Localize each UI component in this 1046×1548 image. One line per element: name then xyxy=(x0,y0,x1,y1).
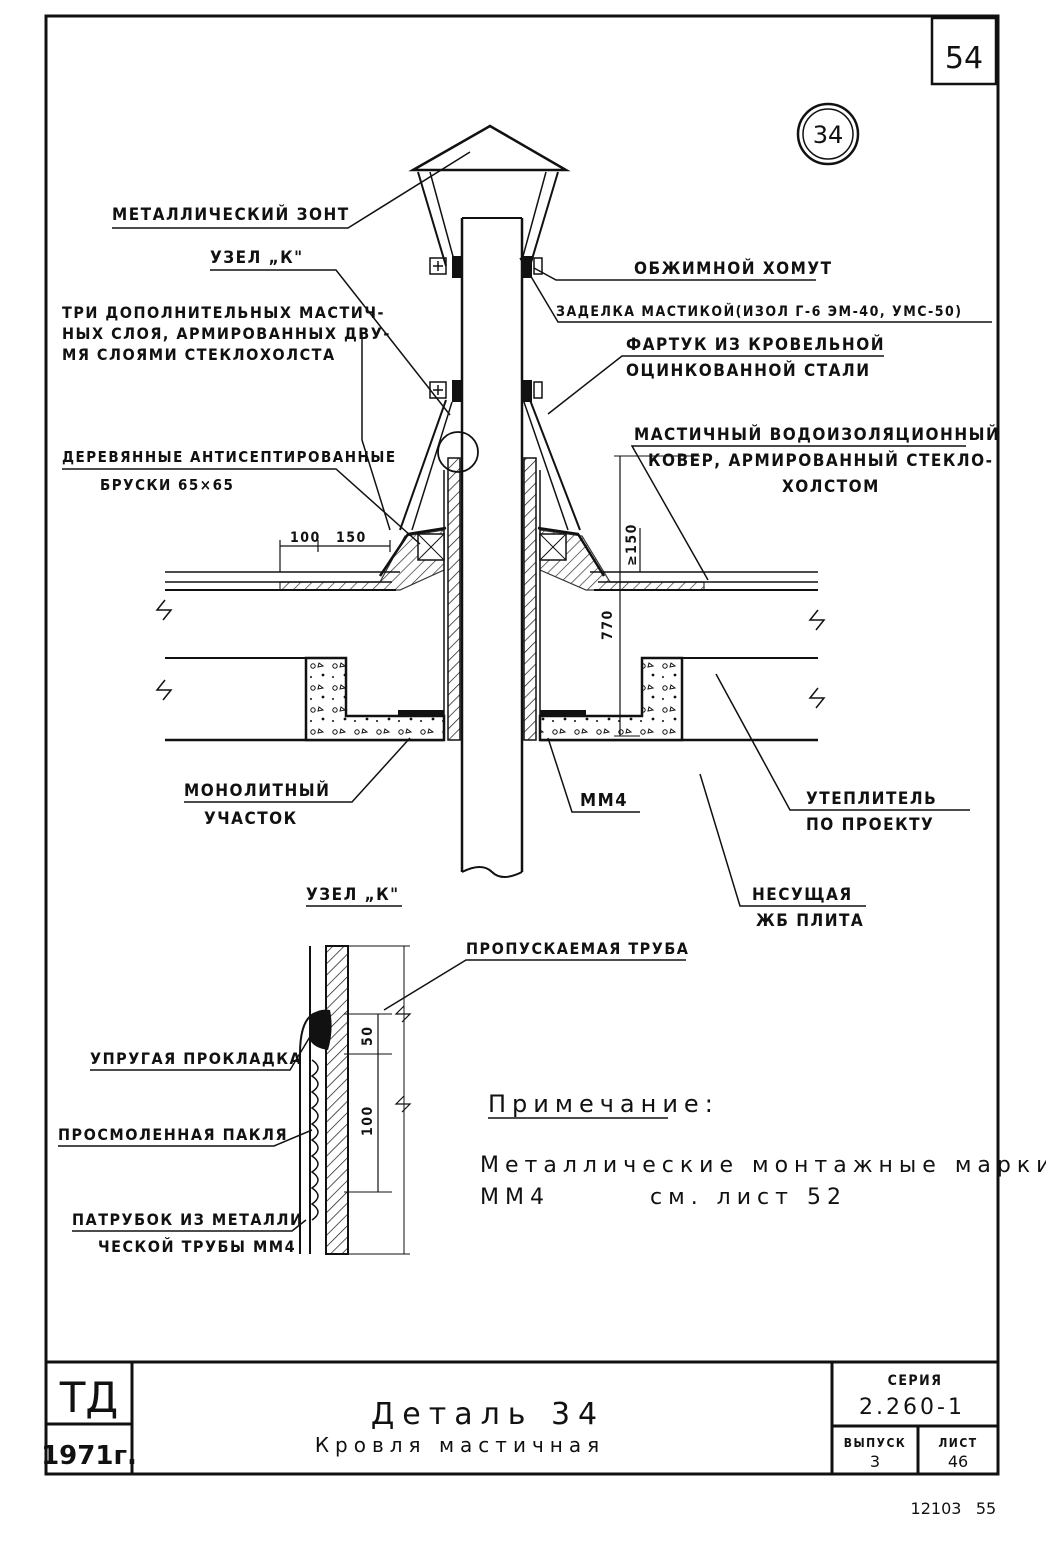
dim-50: 50 xyxy=(360,1025,376,1046)
umbrella-strut-right xyxy=(529,171,559,267)
label-apron-2: ОЦИНКОВАННОЙ СТАЛИ xyxy=(626,359,871,381)
dim-150-vertical: ≥150 xyxy=(624,523,640,566)
title-block: ТД 1971г. Деталь 34 Кровля мастичная СЕР… xyxy=(41,1360,998,1474)
dim-770: 770 xyxy=(600,609,616,640)
label-mm4: ММ4 xyxy=(580,790,628,811)
dim-100-detail: 100 xyxy=(360,1105,376,1136)
dimensions: 100 150 770 ≥150 xyxy=(279,455,700,737)
label-gasket: УПРУГАЯ ПРОКЛАДКА xyxy=(90,1049,302,1068)
detail-pipe-wall xyxy=(325,945,349,1255)
label-mastic-seal: ЗАДЕЛКА МАСТИКОЙ(ИЗОЛ Г-6 ЭМ-40, УМС-50) xyxy=(556,303,963,320)
umbrella-cap xyxy=(408,124,571,172)
detail-number-circle: 34 xyxy=(796,102,860,166)
label-pipe: ПРОПУСКАЕМАЯ ТРУБА xyxy=(466,939,689,958)
roof-layers xyxy=(165,526,818,591)
label-clamp: ОБЖИМНОЙ ХОМУТ xyxy=(634,257,833,279)
label-extra-layers-3: МЯ СЛОЯМИ СТЕКЛОХОЛСТА xyxy=(62,345,336,364)
apron-right xyxy=(529,399,581,531)
label-monolith-1: МОНОЛИТНЫЙ xyxy=(184,779,330,801)
label-umbrella: МЕТАЛЛИЧЕСКИЙ ЗОНТ xyxy=(112,203,350,225)
label-node-k: УЗЕЛ „К" xyxy=(210,248,304,268)
elastic-gasket xyxy=(310,1009,332,1050)
label-extra-layers-2: НЫХ СЛОЯ, АРМИРОВАННЫХ ДВУ- xyxy=(62,324,391,343)
clamp-upper xyxy=(429,256,543,278)
label-wood-bars-1: ДЕРЕВЯННЫЕ АНТИСЕПТИРОВАННЫЕ xyxy=(62,448,397,466)
label-apron-1: ФАРТУК ИЗ КРОВЕЛЬНОЙ xyxy=(626,333,885,355)
concrete-slab xyxy=(155,599,826,742)
label-insulation-2: ПО ПРОЕКТУ xyxy=(806,815,934,835)
label-carpet-3: ХОЛСТОМ xyxy=(782,477,880,497)
sheet-value: 46 xyxy=(948,1452,968,1471)
note-title: Примечание: xyxy=(488,1090,719,1118)
clamp-lower xyxy=(429,380,543,402)
year: 1971г. xyxy=(41,1441,137,1471)
series-label: СЕРИЯ xyxy=(888,1373,943,1389)
issue-value: 3 xyxy=(870,1452,880,1471)
frame: 54 xyxy=(44,14,1000,1476)
umbrella-strut-left xyxy=(417,171,447,267)
org-code: ТД xyxy=(59,1373,118,1422)
label-wood-bars-2: БРУСКИ 65×65 xyxy=(100,476,234,494)
footer-code-1: 12103 xyxy=(911,1499,962,1518)
drawing-title: Деталь 34 xyxy=(371,1397,605,1432)
labels-main: МЕТАЛЛИЧЕСКИЙ ЗОНТ УЗЕЛ „К" ТРИ ДОПОЛНИТ… xyxy=(62,151,1000,931)
main-section: 100 150 770 ≥150 xyxy=(155,124,826,878)
dim-150: 150 xyxy=(336,530,367,546)
label-carpet-1: МАСТИЧНЫЙ ВОДОИЗОЛЯЦИОННЫЙ xyxy=(634,423,1000,445)
drawing-subtitle: Кровля мастичная xyxy=(315,1433,605,1457)
label-slab-2: ЖБ ПЛИТА xyxy=(756,911,864,931)
label-slab-1: НЕСУЩАЯ xyxy=(752,885,853,905)
page-number: 54 xyxy=(945,41,983,76)
monolith-left xyxy=(304,656,446,742)
footer-code-2: 55 xyxy=(976,1499,996,1518)
page-number-box xyxy=(930,16,998,86)
dim-100: 100 xyxy=(290,530,321,546)
label-monolith-2: УЧАСТОК xyxy=(204,809,298,829)
apron-left xyxy=(399,399,447,531)
note-line-1: Металлические монтажные марки xyxy=(480,1153,1046,1178)
sheet-label: ЛИСТ xyxy=(938,1436,977,1450)
node-k-detail: УЗЕЛ „К" 50 100 ПРОПУСКАЕМАЯ ТРУБА УПРУГ… xyxy=(58,885,689,1256)
series-value: 2.260-1 xyxy=(859,1395,965,1420)
pipe xyxy=(460,218,524,872)
issue-label: ВЫПУСК xyxy=(844,1436,907,1450)
sleeve-right xyxy=(523,457,537,741)
tarred-tow xyxy=(310,1059,319,1221)
detail-number: 34 xyxy=(813,121,844,149)
note: Примечание: Металлические монтажные марк… xyxy=(480,1090,1046,1210)
label-extra-layers-1: ТРИ ДОПОЛНИТЕЛЬНЫХ МАСТИЧ- xyxy=(62,303,385,322)
label-carpet-2: КОВЕР, АРМИРОВАННЫЙ СТЕКЛО- xyxy=(648,449,993,471)
note-line-2a: ММ4 xyxy=(480,1185,550,1210)
label-sleeve-2: ЧЕСКОЙ ТРУБЫ ММ4 xyxy=(98,1237,296,1256)
label-tow: ПРОСМОЛЕННАЯ ПАКЛЯ xyxy=(58,1125,288,1144)
sleeve-left xyxy=(447,457,461,741)
monolith-right xyxy=(538,656,684,742)
note-line-2b: см. лист 52 xyxy=(650,1185,847,1210)
label-insulation-1: УТЕПЛИТЕЛЬ xyxy=(806,789,937,809)
node-k-title: УЗЕЛ „К" xyxy=(306,885,400,905)
label-sleeve-1: ПАТРУБОК ИЗ МЕТАЛЛИ xyxy=(72,1210,304,1229)
